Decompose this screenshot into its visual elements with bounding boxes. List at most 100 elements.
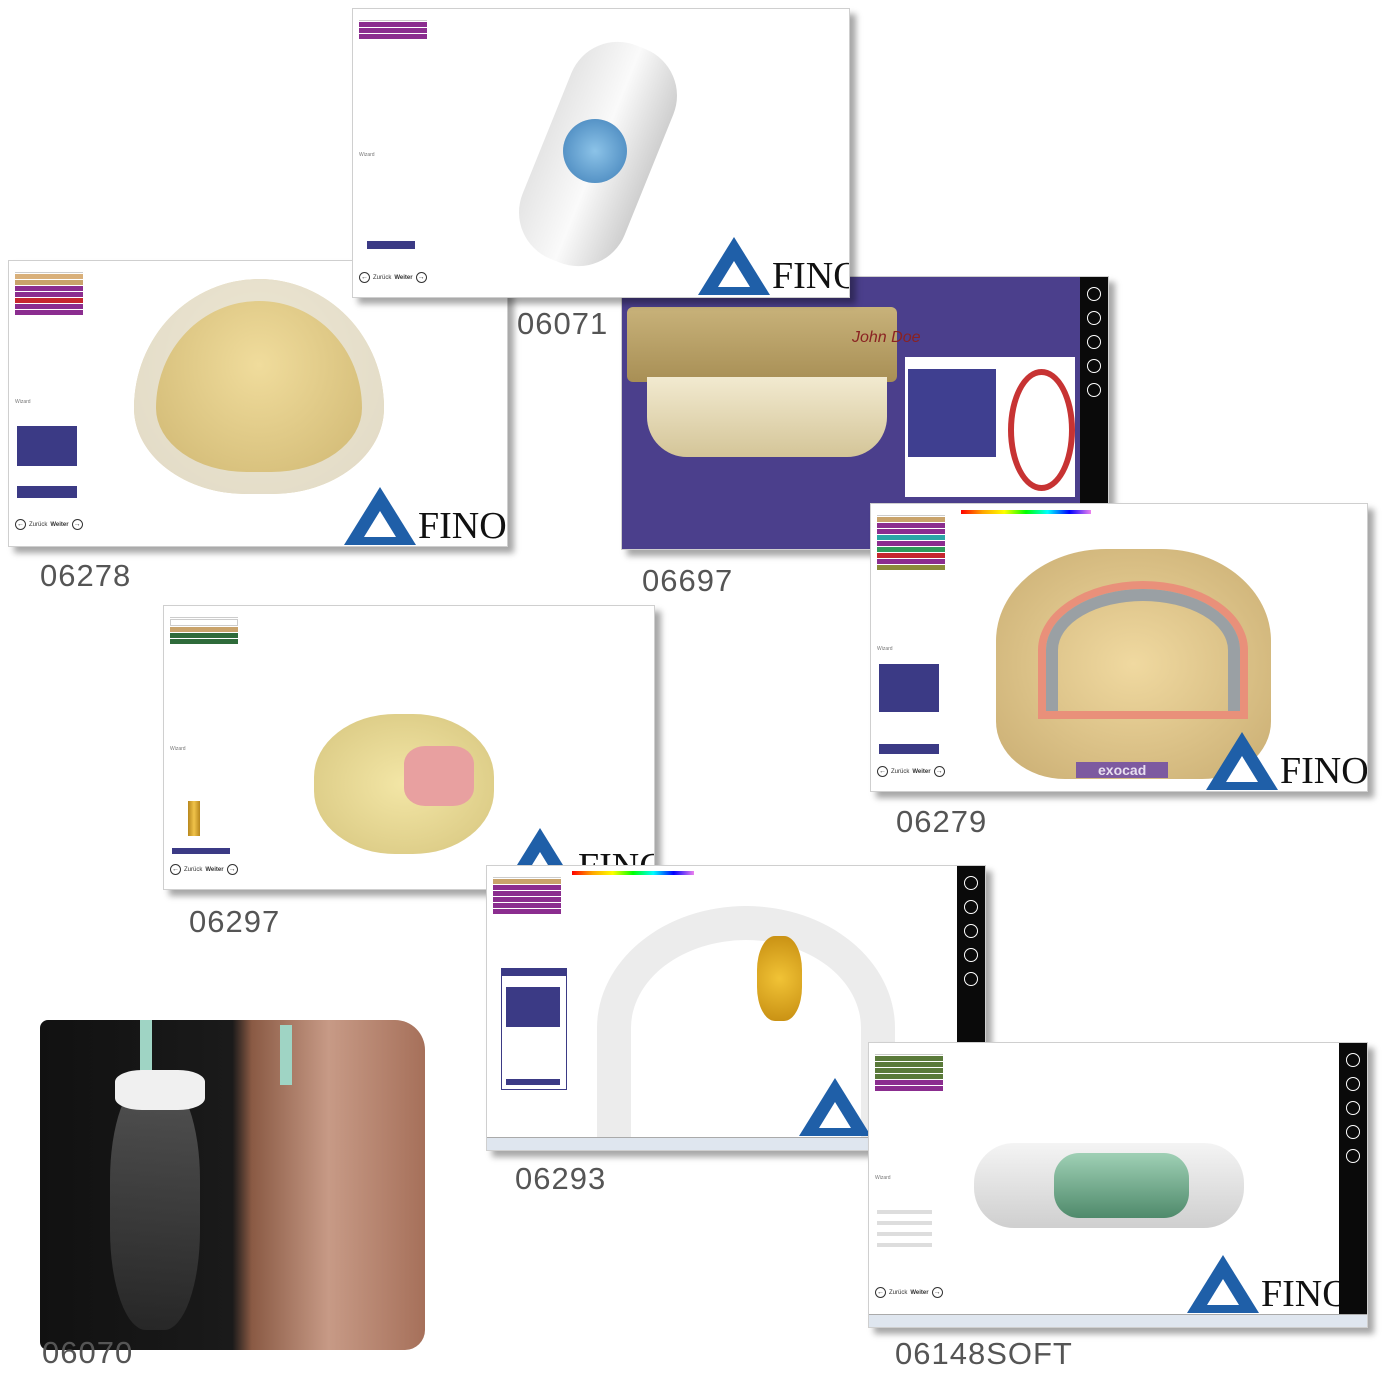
tooth-options[interactable]: [17, 426, 77, 466]
wizard-icon[interactable]: [964, 900, 978, 914]
scan-tray: [627, 307, 897, 382]
next-button[interactable]: Weiter: [912, 768, 931, 775]
sidebar: [359, 15, 427, 40]
apply-button[interactable]: [879, 744, 939, 754]
back-icon[interactable]: ←: [877, 766, 888, 777]
apply-button[interactable]: [367, 241, 415, 249]
back-button[interactable]: Zurück: [373, 274, 392, 281]
save-icon[interactable]: [1087, 287, 1101, 301]
color-scale: [572, 871, 694, 875]
fino-logo: [799, 1078, 871, 1136]
implant-post: [280, 1025, 292, 1085]
back-icon[interactable]: ←: [875, 1287, 886, 1298]
bar-tools[interactable]: [879, 664, 939, 712]
tools-icon[interactable]: [1346, 1101, 1360, 1115]
wizard-title: Wizard: [359, 152, 375, 158]
sidebar: [15, 267, 83, 316]
save-icon[interactable]: [964, 876, 978, 890]
ct-volume-render-06070: [40, 1020, 425, 1350]
color-scale: [961, 510, 1091, 514]
tools-icon[interactable]: [964, 924, 978, 938]
back-icon[interactable]: ←: [15, 519, 26, 530]
product-code: 06297: [189, 904, 281, 939]
sidebar: [493, 872, 561, 915]
apply-button[interactable]: [172, 848, 230, 854]
next-icon[interactable]: →: [933, 766, 945, 777]
view-icon[interactable]: [1346, 1125, 1360, 1139]
wizard-icon[interactable]: [1346, 1077, 1360, 1091]
wizard-title: Wizard: [875, 1175, 891, 1181]
implant-posts: [140, 1020, 152, 1080]
next-icon[interactable]: →: [931, 1287, 943, 1298]
view-icon[interactable]: [964, 948, 978, 962]
back-button[interactable]: Zurück: [29, 521, 48, 528]
settings-icon[interactable]: [964, 972, 978, 986]
back-icon[interactable]: ←: [359, 272, 370, 283]
wizard-title: Wizard: [15, 399, 31, 405]
screenshot-06697: John Doe: [621, 276, 1109, 550]
teeth-model: [647, 377, 887, 457]
wizard-icon[interactable]: [1087, 311, 1101, 325]
teeth-library-dialog: [905, 357, 1075, 497]
fino-logo: FINO: [698, 237, 849, 295]
next-button[interactable]: Weiter: [205, 866, 224, 873]
sidebar: [875, 1049, 943, 1092]
tool-dialog: [501, 968, 567, 1090]
taskbar: [487, 1137, 985, 1150]
tools-icon[interactable]: [1087, 335, 1101, 349]
next-icon[interactable]: →: [226, 864, 238, 875]
taskbar: [869, 1314, 1367, 1327]
view-icon[interactable]: [1087, 359, 1101, 373]
product-code: 06279: [896, 804, 988, 839]
wizard-options: [877, 1203, 932, 1248]
scan-label: John Doe: [852, 329, 921, 346]
bar-framework: [1046, 589, 1240, 711]
back-button[interactable]: Zurück: [891, 768, 910, 775]
product-code: 06071: [517, 306, 609, 341]
tool-bar: [1339, 1043, 1367, 1327]
next-button[interactable]: Weiter: [50, 521, 69, 528]
bridge-framework: [1054, 1153, 1189, 1218]
bone-section: [110, 1080, 200, 1330]
sidebar: [877, 510, 945, 571]
next-icon[interactable]: →: [415, 272, 427, 283]
selected-tooth: [563, 119, 627, 183]
implant-preview: [188, 801, 200, 836]
back-button[interactable]: Zurück: [184, 866, 203, 873]
crown-bridge: [115, 1070, 205, 1110]
next-button[interactable]: Weiter: [910, 1289, 929, 1296]
wizard-title: Wizard: [170, 746, 186, 752]
wizard-title: Wizard: [877, 646, 893, 652]
settings-icon[interactable]: [1087, 383, 1101, 397]
fino-logo: FINO: [1187, 1255, 1350, 1313]
designed-crowns: [757, 936, 802, 1021]
apply-button[interactable]: [17, 486, 77, 498]
product-code: 06697: [642, 563, 734, 598]
upper-jaw-model: [134, 279, 384, 494]
settings-icon[interactable]: [1346, 1149, 1360, 1163]
product-code: 06278: [40, 558, 132, 593]
exocad-label: exocad: [1076, 762, 1169, 778]
fino-logo: FINO: [1206, 732, 1367, 790]
sidebar: [170, 612, 238, 645]
fino-logo: FINO: [344, 487, 507, 545]
product-code: 06070: [42, 1335, 134, 1370]
back-button[interactable]: Zurück: [889, 1289, 908, 1296]
implant-abutments: [404, 746, 474, 806]
next-button[interactable]: Weiter: [394, 274, 413, 281]
back-icon[interactable]: ←: [170, 864, 181, 875]
product-code: 06293: [515, 1161, 607, 1196]
save-icon[interactable]: [1346, 1053, 1360, 1067]
product-code: 06148SOFT: [895, 1336, 1073, 1371]
next-icon[interactable]: →: [71, 519, 83, 530]
